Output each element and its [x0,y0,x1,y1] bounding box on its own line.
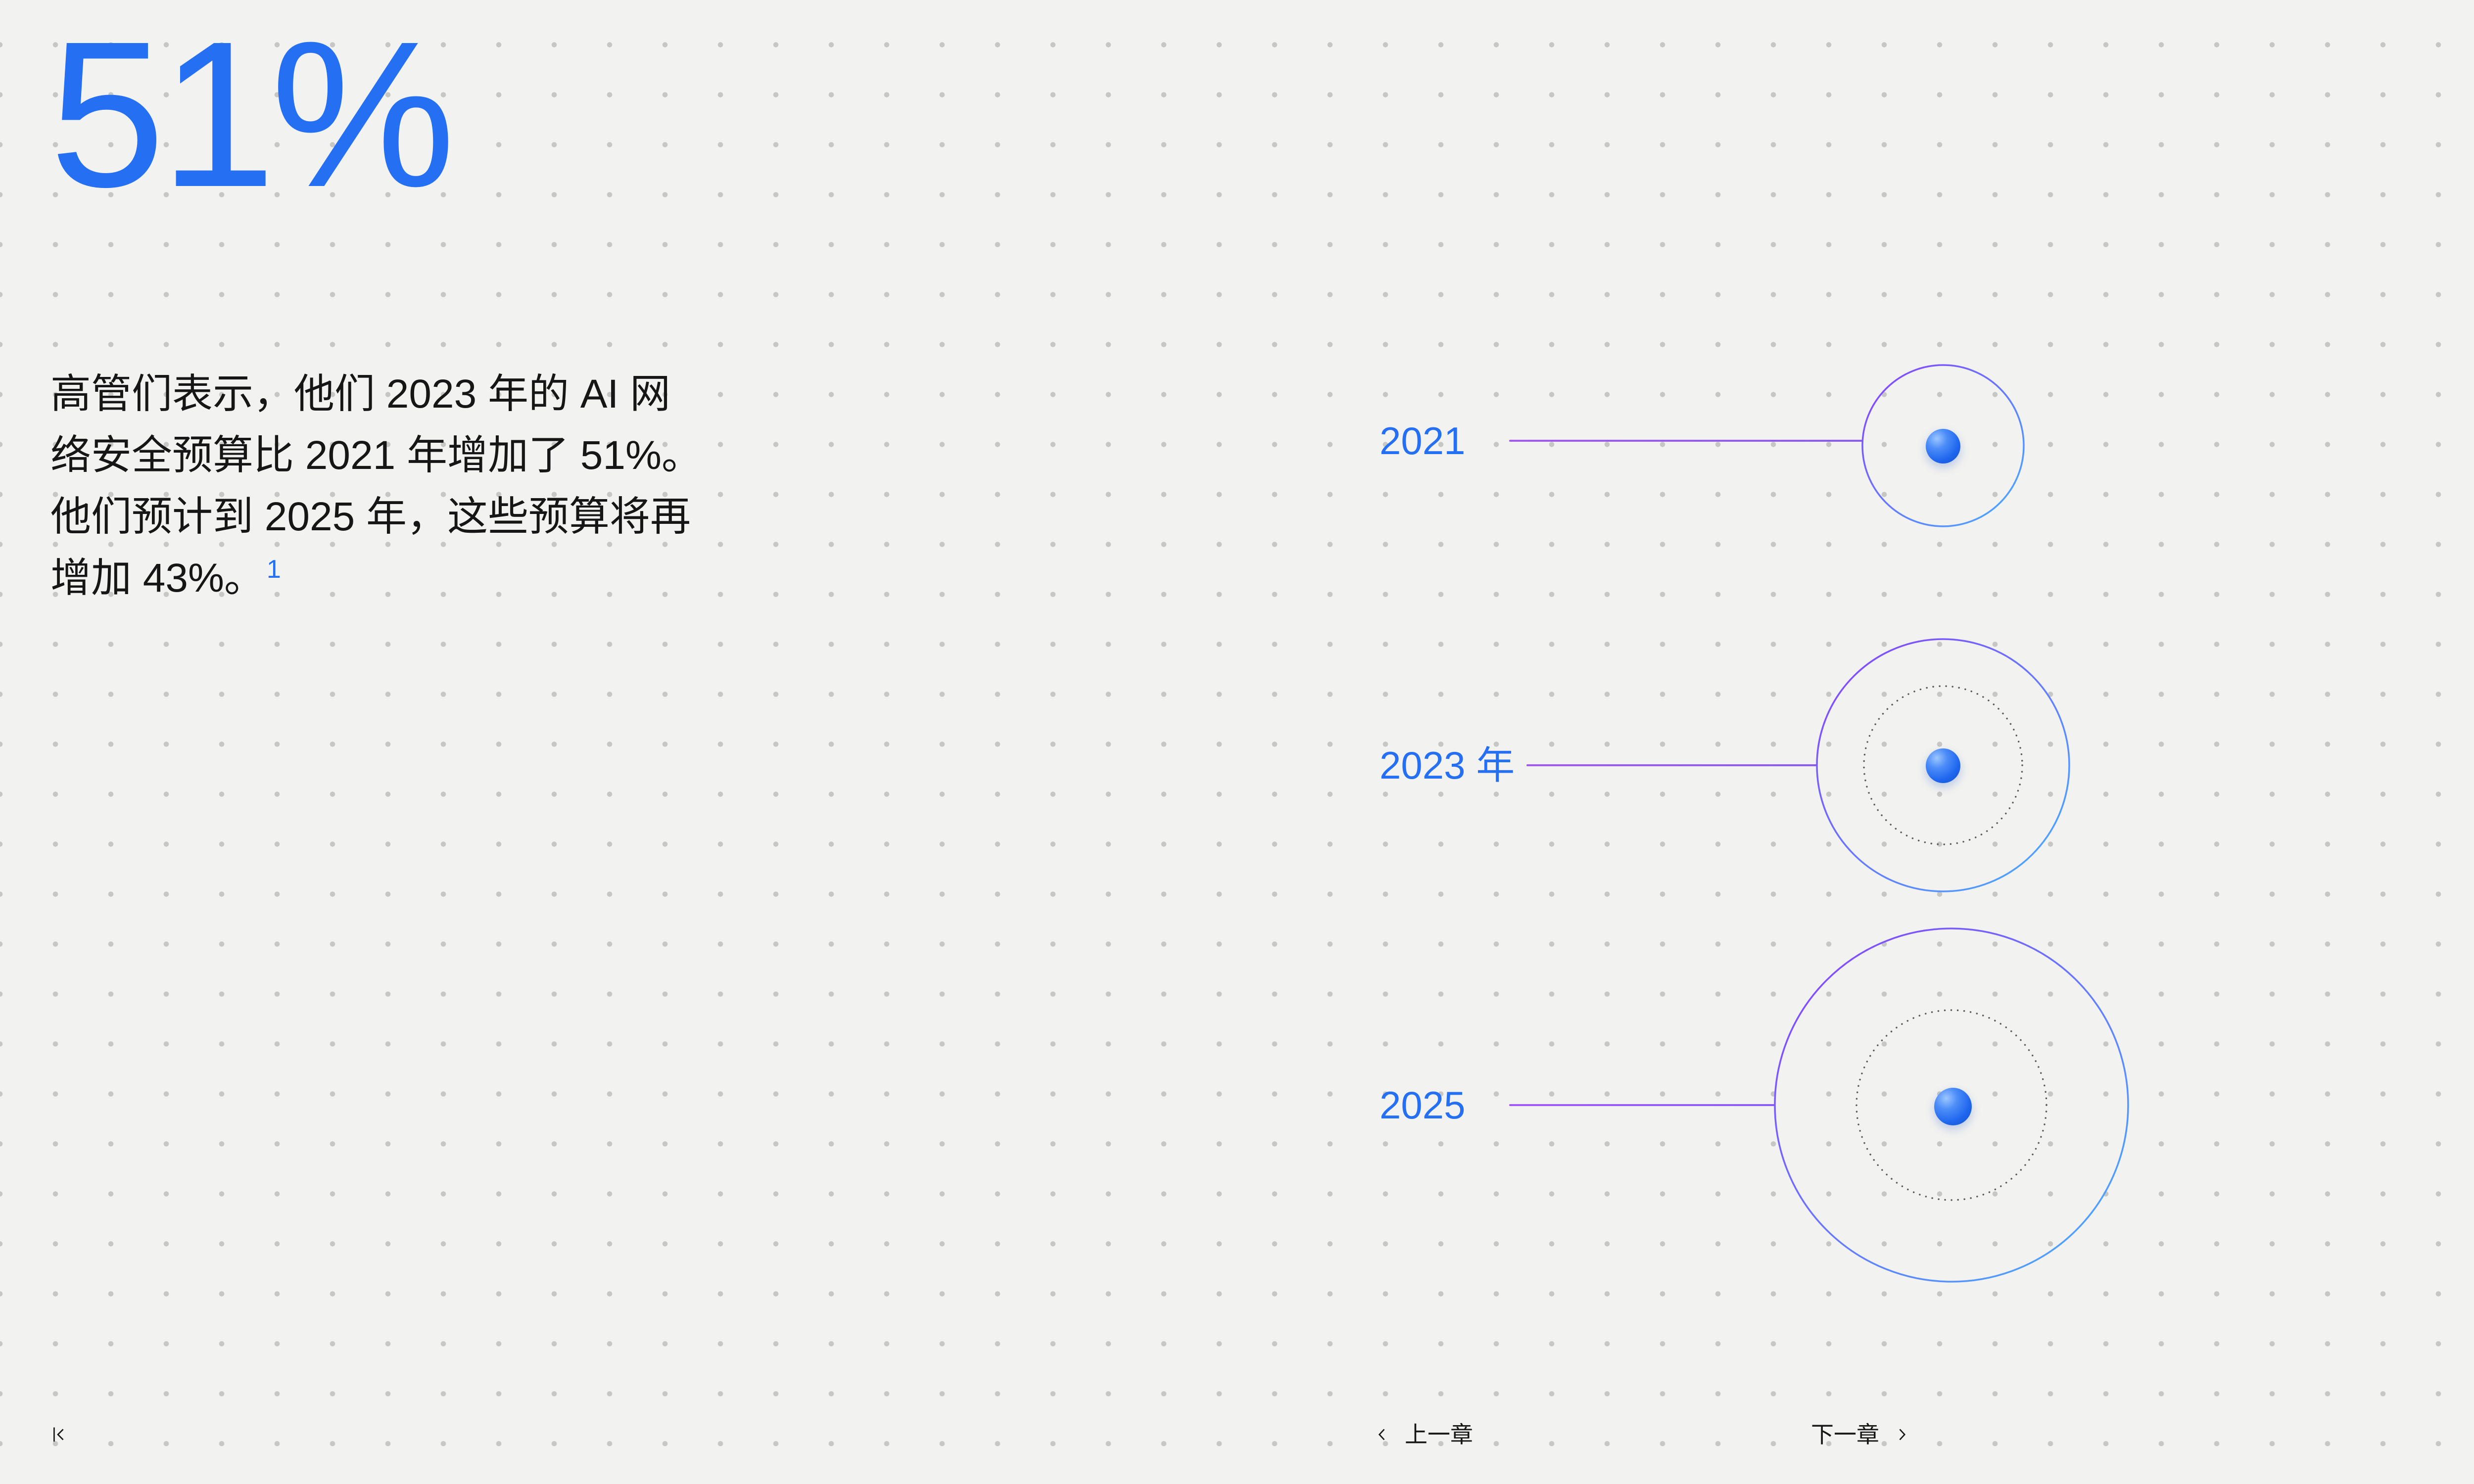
label-2023: 2023 年 [1380,743,1515,787]
body-line-3: 他们预计到 2025 年，这些预算将再 [50,494,691,539]
prev-chapter-label: 上一章 [1405,1422,1473,1447]
label-2021: 2021 [1380,419,1466,463]
chevron-left-icon [1378,1429,1385,1440]
footnote-marker: 1 [266,555,281,584]
next-chapter-button[interactable]: 下一章 [1811,1423,1911,1446]
chevron-right-icon [1899,1429,1906,1440]
headline-statistic: 51% [49,0,456,231]
first-page-button[interactable] [47,1423,70,1446]
footer-nav: 上一章 下一章 8 [0,1407,2474,1462]
connector-2025 [1509,1104,1775,1106]
body-line-2: 络安全预算比 2021 年增加了 51%。 [50,433,702,478]
label-2025: 2025 [1380,1083,1466,1127]
prev-chapter-button[interactable]: 上一章 [1373,1423,1473,1446]
data-point-2023 [1926,748,1960,783]
circle-2021 [1861,364,2025,527]
circle-2025 [1774,928,2129,1283]
connector-2023 [1526,764,1817,766]
connector-2021 [1509,440,1862,442]
next-chapter-label: 下一章 [1811,1422,1879,1447]
body-text: 高管们表示，他们 2023 年的 AI 网 络安全预算比 2021 年增加了 5… [50,364,862,609]
data-point-2021 [1926,429,1960,464]
skip-to-start-icon [53,1427,64,1442]
body-line-1: 高管们表示，他们 2023 年的 AI 网 [50,371,671,417]
circle-2023 [1816,638,2070,892]
data-point-2025 [1934,1088,1972,1125]
body-line-4: 增加 43%。 [50,556,265,601]
